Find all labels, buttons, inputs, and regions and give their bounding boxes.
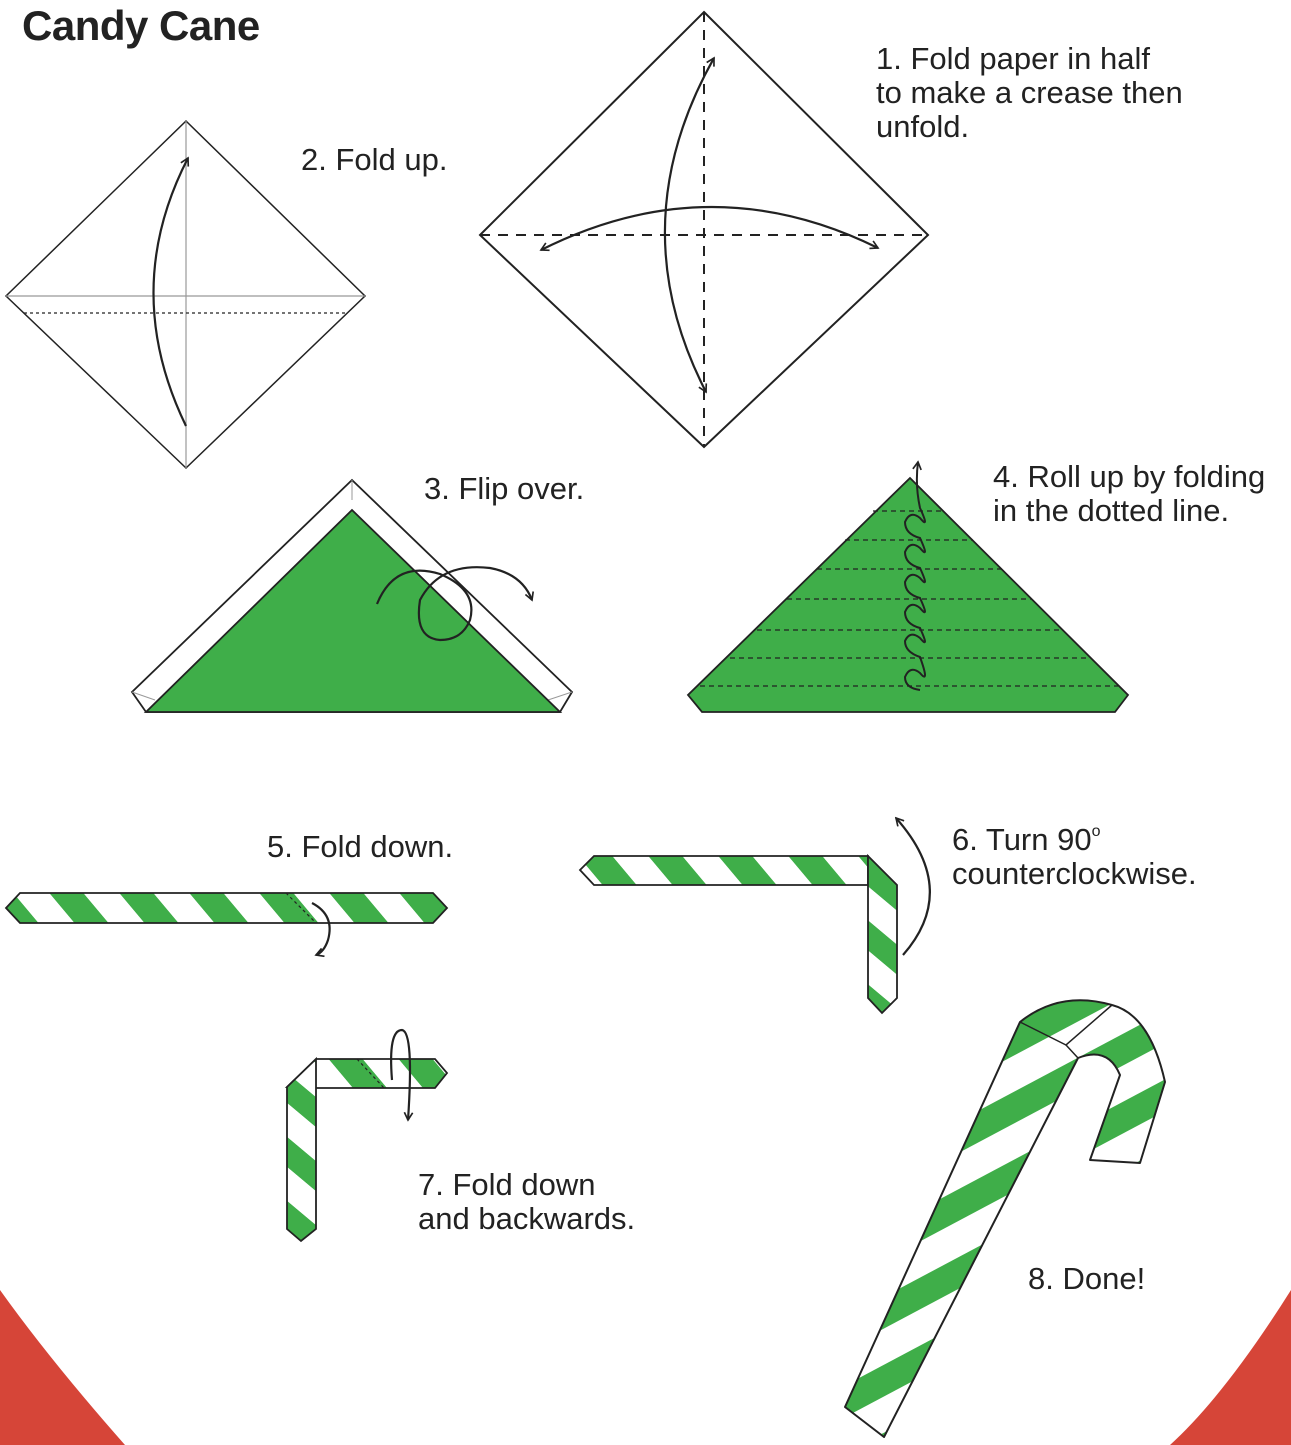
step4-text: 4. Roll up by folding in the dotted line… bbox=[993, 460, 1265, 528]
step5-text: 5. Fold down. bbox=[267, 830, 453, 864]
step5-diagram bbox=[6, 893, 447, 955]
red-background-shape bbox=[1170, 1290, 1291, 1445]
green-triangle bbox=[146, 510, 560, 712]
step8-text: 8. Done! bbox=[1028, 1262, 1145, 1296]
step2-text: 2. Fold up. bbox=[301, 143, 447, 177]
candy-cane bbox=[845, 1000, 1165, 1437]
degree-symbol: o bbox=[1092, 823, 1101, 840]
step6-diagram bbox=[580, 818, 930, 1013]
striped-strip-vertical bbox=[868, 856, 897, 1013]
step3-text: 3. Flip over. bbox=[424, 472, 584, 506]
page-title: Candy Cane bbox=[22, 2, 260, 50]
step6-text: 6. Turn 90o counterclockwise. bbox=[952, 815, 1197, 891]
striped-strip-vertical bbox=[287, 1059, 316, 1241]
striped-strip bbox=[6, 893, 447, 923]
step1-text: 1. Fold paper in half to make a crease t… bbox=[876, 42, 1183, 144]
rotate-arrow bbox=[896, 818, 930, 955]
step3-diagram bbox=[132, 480, 572, 712]
striped-strip-horizontal bbox=[580, 856, 868, 885]
step8-candy-cane bbox=[845, 1000, 1165, 1437]
red-background-shape bbox=[0, 1290, 125, 1445]
step1-diagram bbox=[480, 12, 928, 447]
step7-text: 7. Fold down and backwards. bbox=[418, 1168, 635, 1236]
